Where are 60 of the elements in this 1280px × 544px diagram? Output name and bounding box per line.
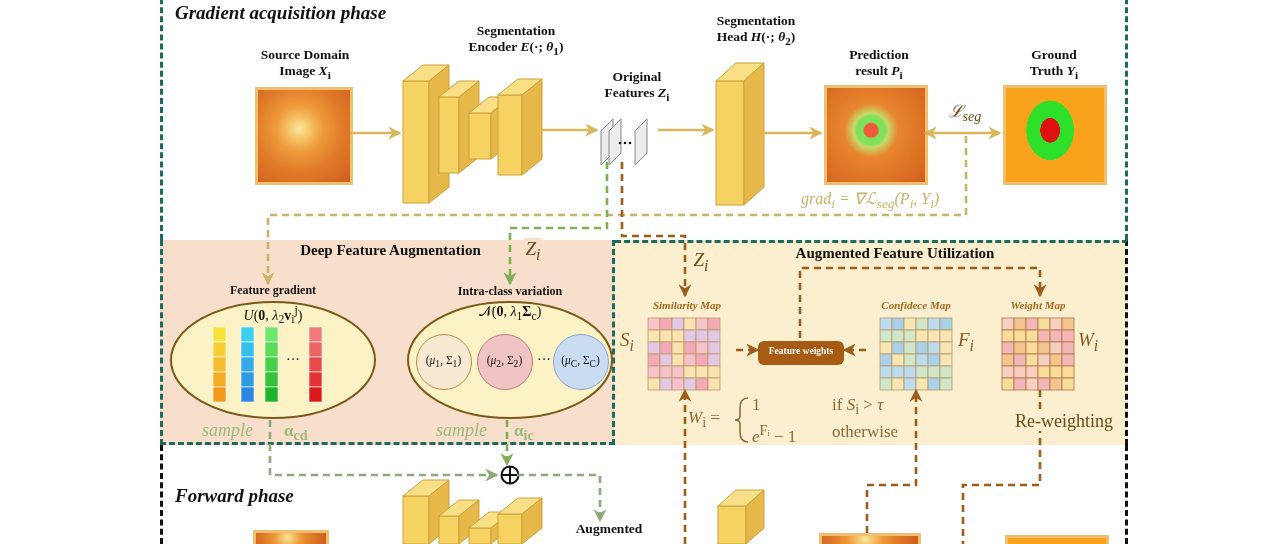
augmentation-panel (160, 240, 615, 445)
formula: W$_{i}$ = (688, 408, 720, 431)
panel-title: Augmented Feature Utilization (794, 245, 996, 263)
arrow (261, 136, 968, 286)
map-symbol: W$_{i}$ (1078, 329, 1100, 355)
edge-label: ℒ$_{seg}$ (946, 101, 984, 125)
ellipsis: ··· (285, 352, 301, 369)
arrow (350, 126, 402, 140)
phase-title: Gradient acquisition phase (175, 2, 388, 24)
phase-title: Forward phase (175, 485, 295, 507)
arrow (542, 123, 599, 137)
map-title: Weight Map (1009, 299, 1067, 312)
image-caption: Prediction result P$_{i}$ (848, 47, 910, 82)
block-caption: Segmentation Encoder E(·; θ$_{1}$) (467, 23, 565, 58)
connector-line (961, 390, 1042, 544)
class-label: (μ$_{2}$, Σ$_{2}$) (485, 354, 524, 370)
phase-panel (160, 445, 1128, 544)
block-caption: Segmentation Head H(·; θ$_{2}$) (715, 13, 797, 48)
coefficient-label: α$_{cd}$ (284, 421, 308, 444)
formula: if S$_{i}$ > τ (832, 395, 884, 418)
formula: otherwise (832, 422, 899, 442)
arrow (678, 388, 692, 544)
arrow (620, 162, 692, 298)
feature-caption: Original Features Z$_{i}$ (603, 69, 671, 104)
utilization-panel (615, 240, 1128, 445)
panel-title: Deep Feature Augmentation (299, 242, 482, 260)
arrow (736, 343, 760, 357)
weights-box (758, 341, 844, 365)
map-title: Confidece Map (880, 299, 952, 312)
class-label: (μ$_{C}$, Σ$_{C}$) (560, 354, 601, 370)
phase-panel (160, 0, 1128, 240)
map-symbol: F$_{i}$ (958, 329, 975, 355)
formula: 𝒩(0, λ$_{1}$Σ$_{c}$) (477, 304, 543, 324)
arrow (503, 162, 609, 286)
ellipse-title: Feature gradient (228, 284, 318, 298)
map-symbol: S$_{i}$ (620, 329, 635, 355)
formula: e$^{Fᵢ}$ − 1 (752, 422, 797, 447)
arrow (865, 388, 923, 533)
ellipsis: ··· (536, 352, 552, 369)
arrow (762, 126, 823, 140)
image-caption: Ground Truth Y$_{i}$ (1028, 47, 1080, 82)
sample-label: sample (202, 420, 253, 441)
arrow (500, 420, 514, 467)
arrow (658, 123, 715, 137)
edge-label: grad$_{i}$ = ∇ℒ$_{seg}$(P$_{i}$, Y$_{i}$) (799, 190, 942, 212)
class-label: (μ$_{1}$, Σ$_{1}$) (424, 354, 463, 370)
arrow (517, 473, 607, 523)
formula: 1 (752, 395, 761, 415)
formula: U(0, λ$_{2}$v$_{i}$$^{j}$) (242, 304, 304, 327)
arrow (842, 343, 866, 357)
map-title: Similarity Map (651, 299, 723, 312)
ellipse-title: Intra-class variation (456, 285, 564, 299)
box-label: Feature weights (767, 346, 835, 357)
feature-caption: Augmented (574, 521, 644, 537)
coefficient-label: α$_{ic}$ (514, 421, 534, 444)
double-arrow (923, 126, 1002, 140)
sample-label: sample (436, 420, 487, 441)
arrow (268, 420, 499, 482)
image-caption: Source Domain Image X$_{i}$ (259, 47, 351, 82)
arrow (798, 266, 1047, 338)
